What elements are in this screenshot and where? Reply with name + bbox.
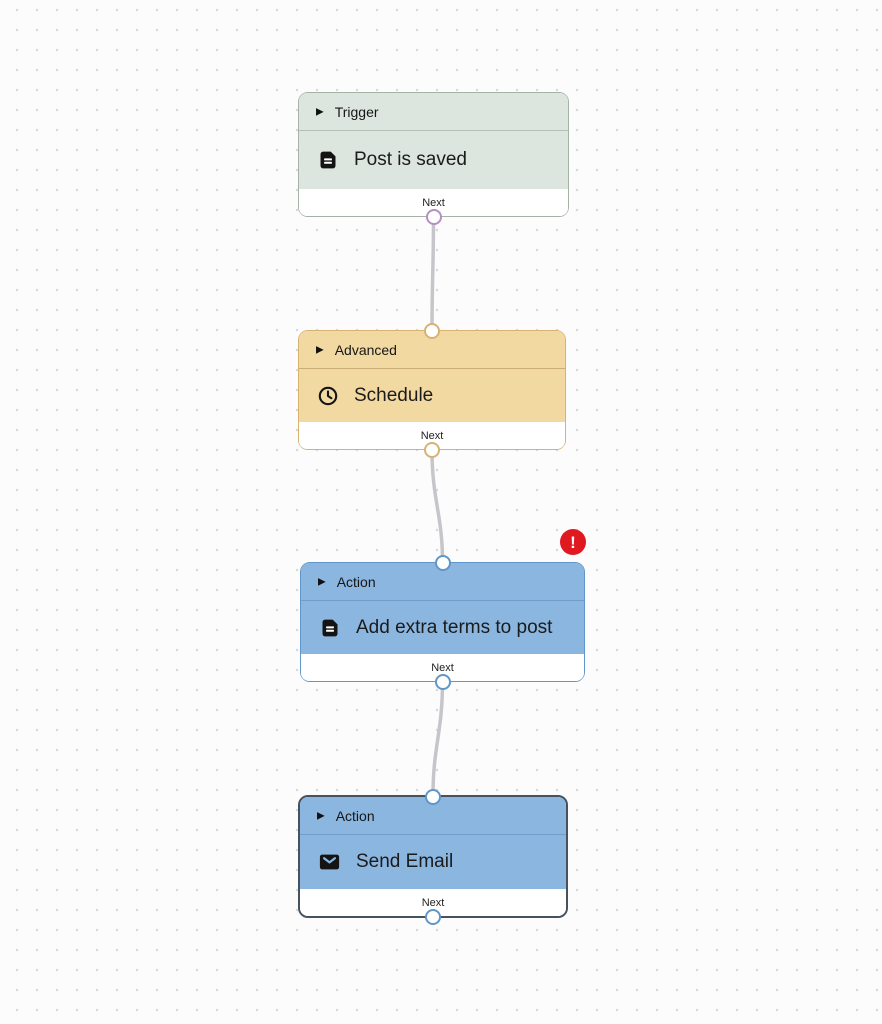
output-port[interactable] bbox=[425, 908, 441, 925]
next-label: Next bbox=[431, 661, 454, 674]
node-body: Post is saved bbox=[299, 131, 568, 189]
document-icon bbox=[318, 616, 342, 640]
next-label: Next bbox=[420, 429, 444, 442]
edge-advanced-action1 bbox=[430, 448, 445, 564]
document-icon bbox=[316, 148, 340, 172]
input-port[interactable] bbox=[434, 554, 451, 571]
node-header[interactable]: ▶ Trigger bbox=[299, 93, 568, 131]
output-port[interactable] bbox=[425, 208, 442, 225]
node-action-send-email[interactable]: ▶ Action Send Email Next bbox=[298, 788, 568, 925]
clock-icon bbox=[316, 384, 340, 408]
node-trigger[interactable]: ▶ Trigger Post is saved Next bbox=[298, 92, 569, 225]
output-port[interactable] bbox=[424, 441, 440, 458]
node-title: Schedule bbox=[354, 384, 434, 406]
node-body: Send Email bbox=[300, 835, 566, 889]
collapse-icon[interactable]: ▶ bbox=[316, 106, 324, 117]
next-label: Next bbox=[421, 896, 445, 909]
node-category-label: Action bbox=[335, 807, 375, 824]
node-category-label: Advanced bbox=[334, 341, 397, 358]
collapse-icon[interactable]: ▶ bbox=[317, 810, 325, 821]
node-title: Add extra terms to post bbox=[356, 616, 553, 638]
input-port[interactable] bbox=[424, 322, 440, 339]
edge-trigger-advanced bbox=[430, 215, 436, 332]
output-port[interactable] bbox=[434, 673, 451, 690]
node-title: Send Email bbox=[356, 851, 454, 872]
node-category-label: Action bbox=[336, 573, 376, 590]
input-port[interactable] bbox=[425, 788, 441, 805]
edge-action1-action2 bbox=[431, 680, 445, 797]
node-advanced[interactable]: ▶ Advanced Schedule Next bbox=[298, 322, 566, 458]
node-action-add-extra-terms[interactable]: ▶ Action Add extra terms to post Next bbox=[300, 554, 585, 690]
mail-icon bbox=[317, 850, 342, 874]
node-title: Post is saved bbox=[354, 149, 467, 170]
next-label: Next bbox=[422, 196, 445, 209]
node-category-label: Trigger bbox=[334, 103, 379, 120]
collapse-icon[interactable]: ▶ bbox=[318, 576, 326, 587]
node-body: Schedule bbox=[299, 369, 565, 422]
node-body: Add extra terms to post bbox=[301, 601, 584, 654]
error-badge[interactable]: ! bbox=[560, 529, 586, 555]
collapse-icon[interactable]: ▶ bbox=[316, 344, 324, 355]
